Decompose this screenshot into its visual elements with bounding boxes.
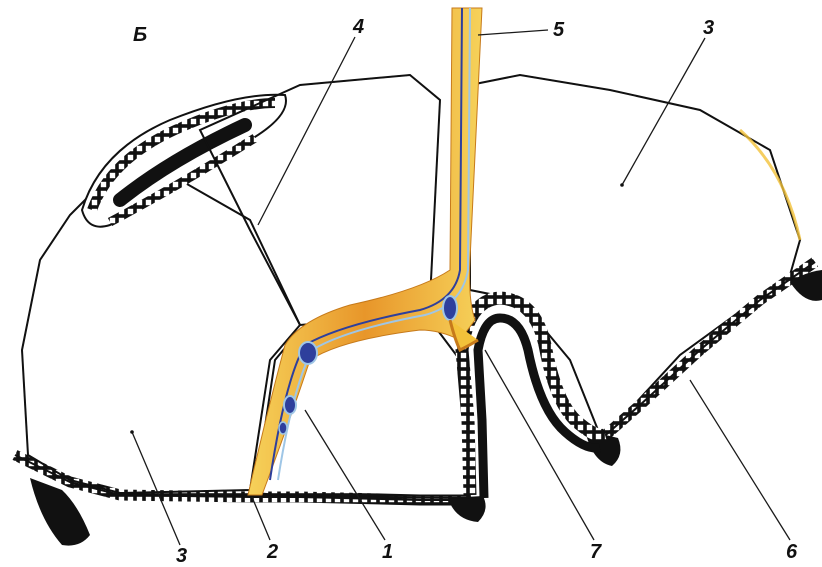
cell-left	[22, 180, 300, 493]
basal-epithelium	[15, 455, 486, 546]
basal-pad-mid	[448, 496, 486, 522]
nerve-ending-node-3	[279, 422, 287, 434]
label-7: 7	[590, 541, 602, 563]
label-6: 6	[786, 541, 798, 563]
label-4: 4	[352, 16, 364, 38]
cell-right	[470, 75, 800, 435]
right-epithelium	[585, 262, 822, 466]
folded-epithelium	[462, 298, 605, 498]
nerve-ending-node-2	[284, 396, 296, 414]
panel-letter: Б	[133, 24, 147, 46]
nerve-ending-node-1	[299, 342, 317, 364]
nerve-fiber	[248, 8, 482, 495]
cell-elongated-top-left	[82, 95, 286, 227]
label-5: 5	[553, 19, 565, 41]
label-1: 1	[382, 541, 393, 563]
nerve-ending-upper	[443, 296, 457, 320]
label-3-top: 3	[703, 17, 714, 39]
label-3-bottom: 3	[176, 545, 187, 567]
label-2: 2	[266, 541, 278, 563]
